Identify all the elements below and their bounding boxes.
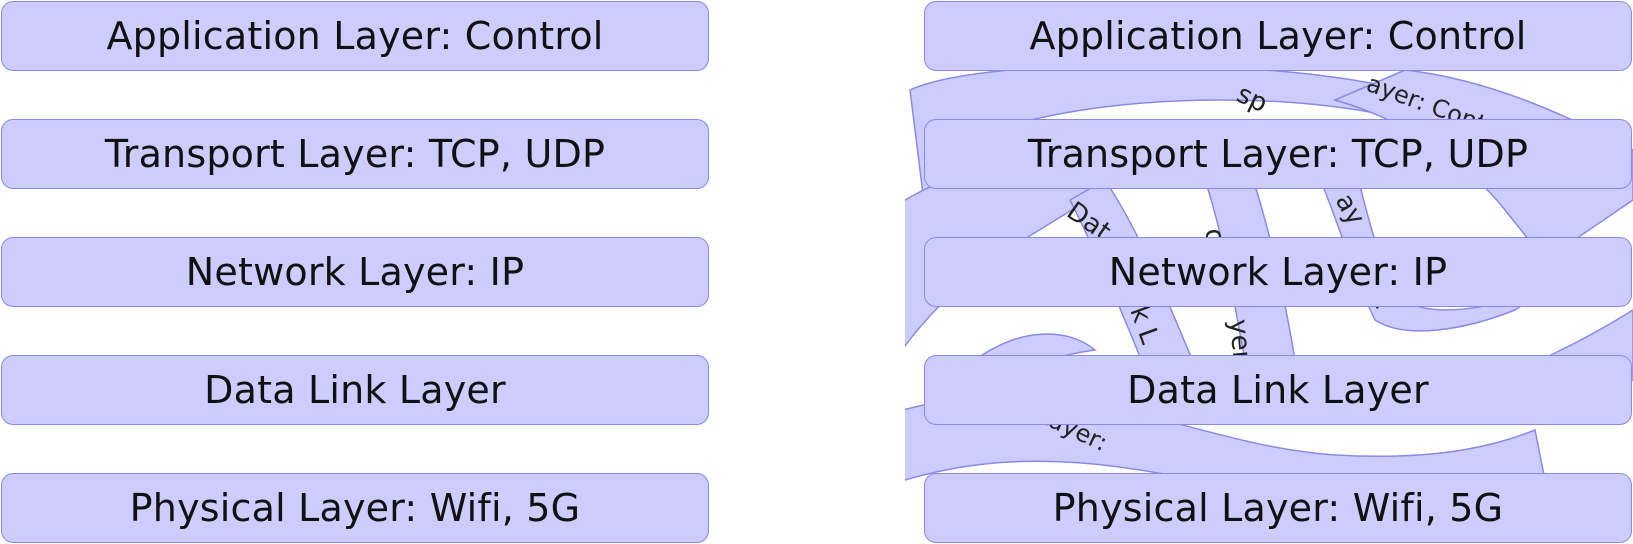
transport-layer-box: Transport Layer: TCP, UDP <box>924 119 1632 189</box>
left-layer-stack: Application Layer: Control Transport Lay… <box>1 0 711 544</box>
network-layer-box: Network Layer: IP <box>1 237 709 307</box>
application-layer-box: Application Layer: Control <box>924 1 1632 71</box>
transport-layer-box: Transport Layer: TCP, UDP <box>1 119 709 189</box>
right-layer-stack-swirled: Application Layer: Control Transport Lay… <box>924 0 1633 544</box>
network-layer-box: Network Layer: IP <box>924 237 1632 307</box>
data-link-layer-box: Data Link Layer <box>924 355 1632 425</box>
physical-layer-box: Physical Layer: Wifi, 5G <box>924 473 1632 543</box>
physical-layer-box: Physical Layer: Wifi, 5G <box>1 473 709 543</box>
application-layer-box: Application Layer: Control <box>1 1 709 71</box>
data-link-layer-box: Data Link Layer <box>1 355 709 425</box>
